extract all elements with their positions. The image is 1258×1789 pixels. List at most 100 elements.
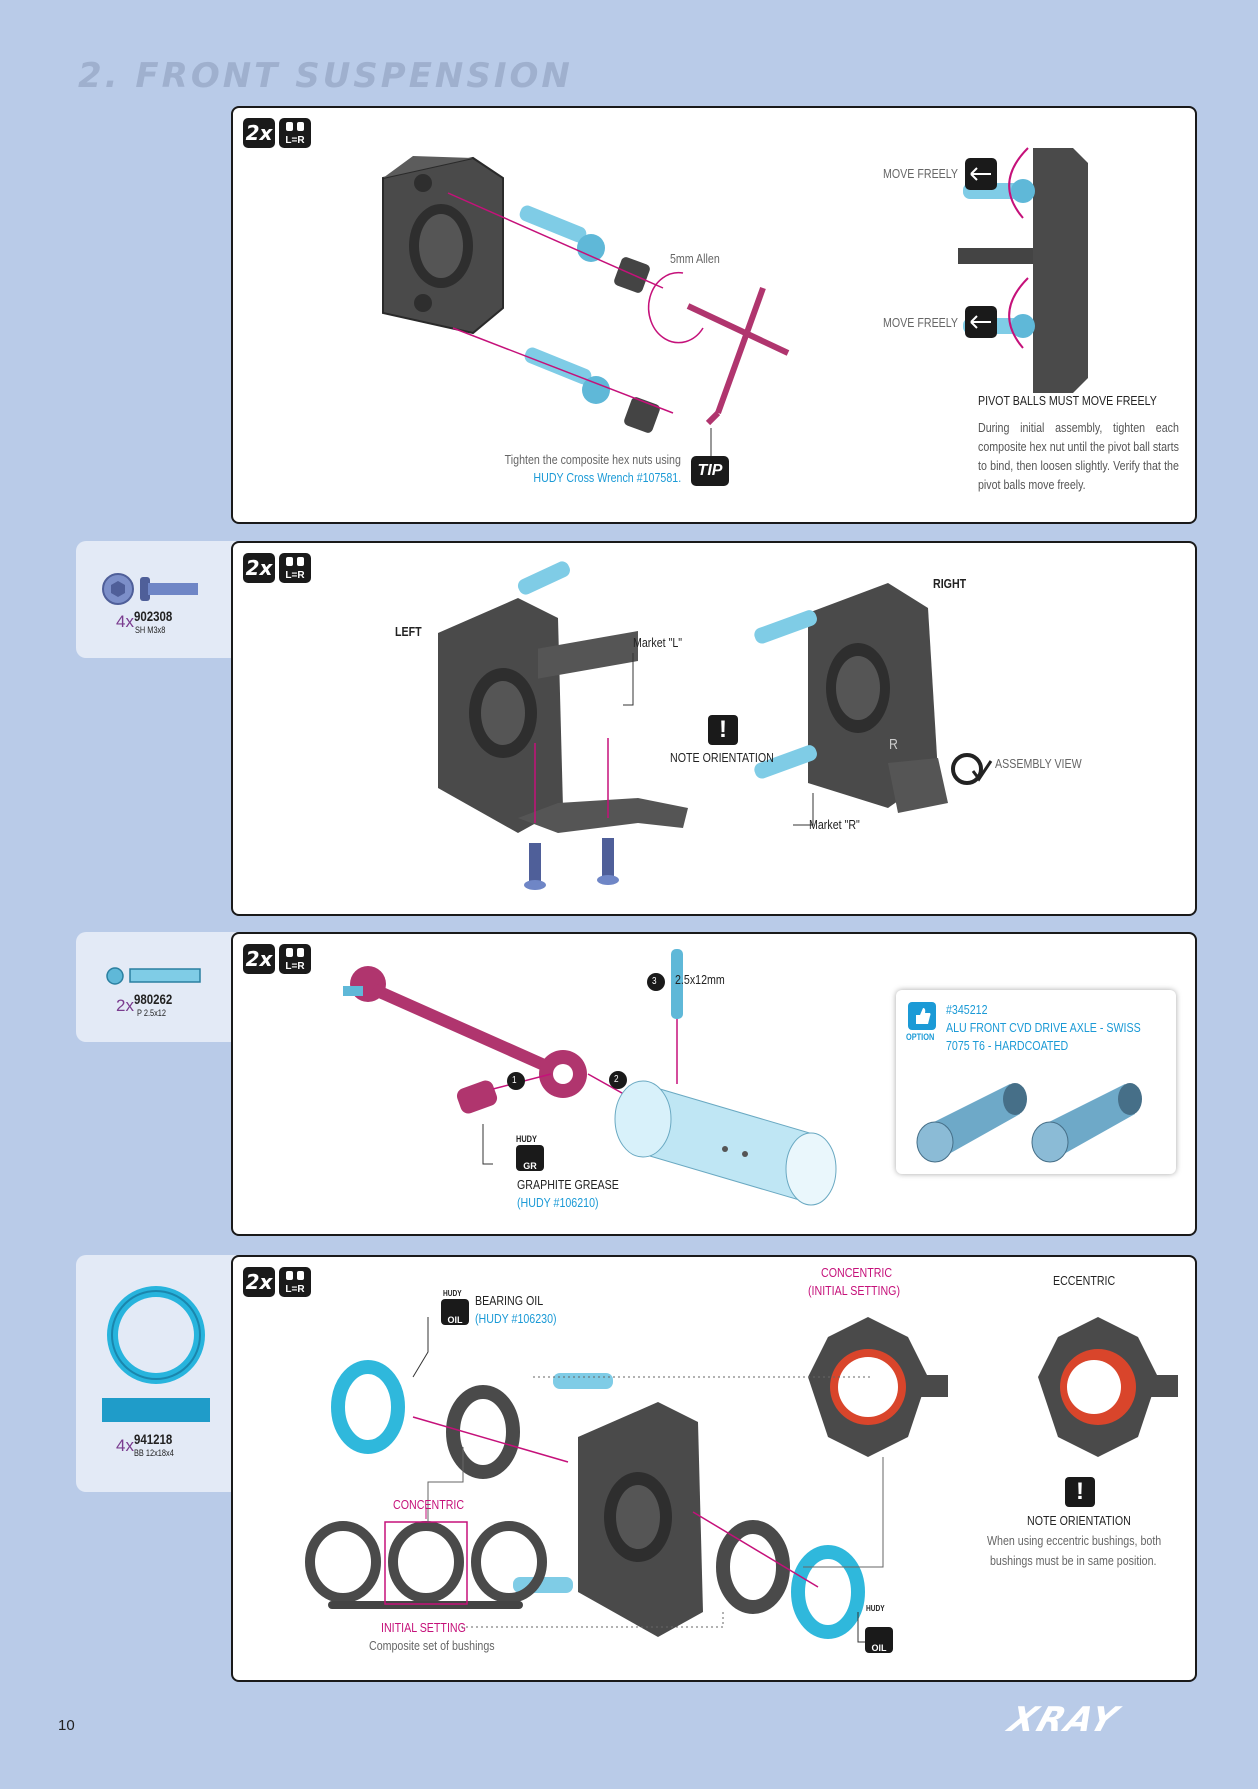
option-number: #345212 [946,1002,988,1017]
assembly-view-icon [951,753,993,785]
bushing-set [305,1521,547,1609]
right-label: RIGHT [933,576,967,591]
option-line-1: ALU FRONT CVD DRIVE AXLE - SWISS [946,1020,1141,1035]
oil-brand-top: HUDY [443,1289,462,1298]
step1-panel: 2x L=R [231,106,1197,524]
step3-illustration [343,949,837,1206]
step2-illustration [438,561,993,890]
option-axles-image [916,1083,1142,1163]
drive-axle [614,1080,837,1206]
brand-logo: XRAY [1003,1700,1124,1740]
grease-label: GRAPHITE GREASE [517,1177,619,1192]
pin-icon [106,967,201,985]
step3-panel: 2x L=R 2.5x12mm 1 2 3 HUDY GR GRAPHITE G… [231,932,1197,1236]
step4-panel: 2x L=R [231,1255,1197,1682]
tip-badge: TIP [691,456,729,486]
pin-2.5x12 [671,949,683,1019]
pivot-ball-lower [524,347,610,404]
steering-block [382,156,504,335]
move-freely-label-2: MOVE FREELY [883,315,959,330]
note-icon: ! [1065,1477,1095,1507]
step4-illustration [305,1317,1178,1643]
note-orientation-label: NOTE ORIENTATION [670,750,774,765]
step2-panel: 2x L=R LEFT RIG [231,541,1197,916]
assembly-view-label: ASSEMBLY VIEW [995,756,1082,771]
part-number: 941218 [134,1431,173,1447]
bearing-right [791,1545,865,1639]
qty-badge: 2x [243,118,275,148]
eccentric-view [1038,1317,1178,1457]
lr-badge: L=R [279,118,311,148]
left-label: LEFT [395,624,422,639]
screw-2 [597,838,619,885]
concentric-top-label-1: CONCENTRIC [821,1265,893,1280]
lr-badge: L=R [279,553,311,583]
step1-illustration [382,147,1088,468]
bushing-left [446,1385,520,1479]
option-line-2: 7075 T6 - HARDCOATED [946,1038,1069,1053]
bearing-left [331,1360,405,1454]
grease-brand: HUDY [516,1134,537,1144]
bearing-icon [102,1286,210,1422]
step3-parts: 2x 980262 P 2.5x12 [76,932,236,1042]
part-number: 902308 [134,608,173,624]
drive-shaft [343,966,587,1098]
steering-block-right [754,583,948,813]
step4-badges: 2x L=R [243,1267,311,1297]
cvd-pin [456,1080,498,1114]
grease-ref: (HUDY #106210) [517,1195,599,1210]
move-freely-icon-2 [965,306,997,338]
section-title: 2. FRONT SUSPENSION [78,56,573,96]
part-desc: BB 12x18x4 [134,1448,174,1458]
page-number: 10 [58,1717,75,1734]
market-l-label: Market "L" [633,635,683,650]
pin-label: 2.5x12mm [675,972,725,987]
note-title: PIVOT BALLS MUST MOVE FREELY [978,393,1157,408]
block-side-view [958,148,1088,393]
screw-1 [524,843,546,890]
step1-badges: 2x L=R [243,118,311,148]
steering-block-exploded [513,1373,703,1637]
market-r-label: Market "R" [809,817,860,832]
note-body: During initial assembly, tighten each co… [978,420,1179,492]
concentric-top-label-2: (INITIAL SETTING) [808,1283,901,1298]
qty-badge: 2x [243,553,275,583]
qty-badge: 2x [243,944,275,974]
concentric-view [808,1317,948,1457]
part-qty: 4x [116,1436,134,1455]
part-desc: P 2.5x12 [137,1008,167,1018]
qty-badge: 2x [243,1267,275,1297]
r-mark: R [889,736,898,753]
move-freely-icon-1 [965,158,997,190]
lr-badge: L=R [279,944,311,974]
tip-text-2: HUDY Cross Wrench #107581. [533,470,681,485]
step-number-2: 2 [614,1074,619,1085]
tool-label: 5mm Allen [670,251,720,266]
lr-badge: L=R [279,1267,311,1297]
tip-text-1: Tighten the composite hex nuts using [504,452,681,467]
part-qty: 4x [116,612,134,631]
pivot-ball-upper [519,205,605,262]
step3-badges: 2x L=R [243,944,311,974]
note-icon: ! [708,715,738,745]
note-body-1: When using eccentric bushings, both [987,1533,1162,1548]
option-badge: OPTION [906,1032,935,1042]
note-title: NOTE ORIENTATION [1027,1513,1131,1528]
part-number: 980262 [134,991,173,1007]
bushing-right [716,1520,790,1614]
step2-badges: 2x L=R [243,553,311,583]
part-qty: 2x [116,996,134,1015]
composite-set-label: Composite set of bushings [369,1638,495,1653]
concentric-bottom-label: CONCENTRIC [393,1497,465,1512]
initial-setting-label: INITIAL SETTING [381,1620,466,1635]
step-number-1: 1 [512,1075,517,1086]
thumbs-up-icon [908,1002,936,1030]
steering-block-left [438,561,638,833]
bearing-oil-label: BEARING OIL [475,1293,544,1308]
hex-nut-lower [624,397,660,433]
note-body-2: bushings must be in same position. [990,1553,1157,1568]
step2-parts: 4x 902308 SH M3x8 [76,541,236,658]
step-number-3: 3 [652,976,657,987]
eccentric-label: ECCENTRIC [1053,1273,1116,1288]
steering-arm-plate [518,798,688,833]
